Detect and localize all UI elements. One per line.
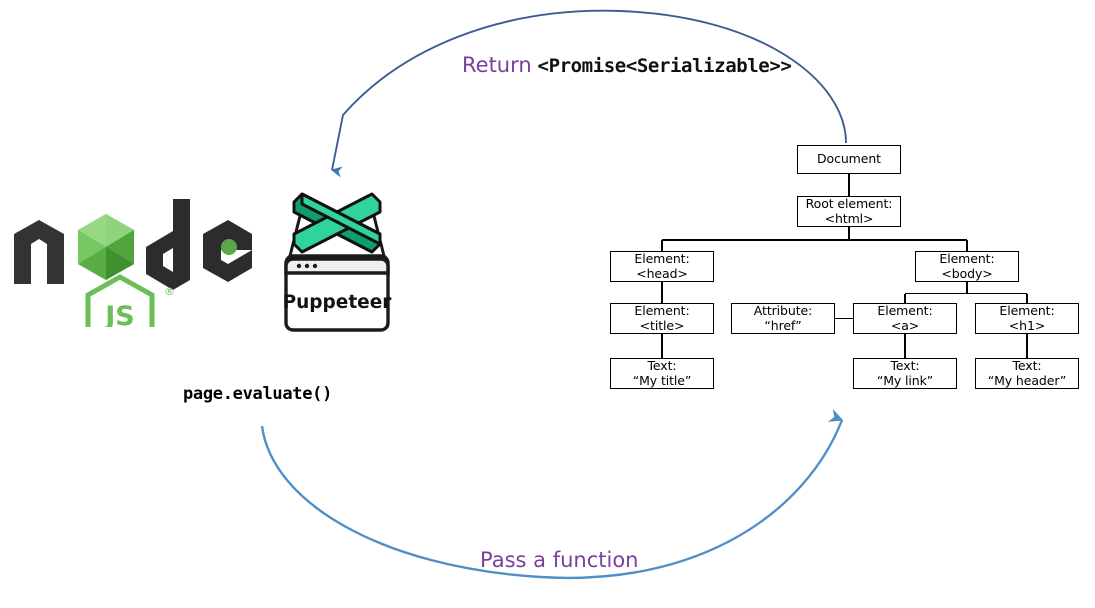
tree-node-title[interactable]: Element:<title> [610,303,714,334]
tree-node-line2: “My link” [876,372,934,388]
tree-edge-href-to-a [835,317,853,320]
tree-node-a[interactable]: Element:<a> [853,303,957,334]
tree-edge-body-to-a-drop [904,293,906,303]
tree-edge-a-to-text-link [904,334,906,358]
tree-node-line1: Root element: [805,195,893,211]
puppeteer-logo: Puppeteer [283,192,393,332]
puppeteer-browser-window-icon: Puppeteer [283,254,393,332]
svg-text:JS: JS [103,301,135,327]
page-evaluate-label: page.evaluate() [183,384,333,404]
node-trademark-icon: ® [164,285,175,298]
return-keyword: Return [462,53,532,77]
tree-node-document[interactable]: Document [797,145,901,174]
tree-edge-body-to-h1-drop [1026,293,1028,303]
tree-node-text-h1[interactable]: Text:“My header” [975,358,1079,389]
return-label: Return <Promise<Serializable>> [462,53,792,78]
tree-node-body[interactable]: Element:<body> [915,251,1019,282]
tree-node-line2: <a> [890,317,920,333]
tree-edge-html-to-head-drop [661,240,663,251]
pass-a-function-label: Pass a function [480,548,639,572]
tree-node-line2: <title> [639,317,685,333]
tree-node-text-title[interactable]: Text:“My title” [610,358,714,389]
tree-edge-head-to-title [661,282,663,303]
tree-node-line1: Document [817,151,881,167]
tree-edge-html-to-body-span [849,239,967,241]
puppeteer-control-cross-icon [292,192,382,254]
tree-node-line1: Text: [1012,357,1042,373]
tree-node-line1: Element: [999,302,1055,318]
tree-node-h1[interactable]: Element:<h1> [975,303,1079,334]
tree-node-line2: “My header” [987,372,1067,388]
node-letter-n-icon [14,220,64,284]
tree-node-line1: Text: [890,357,920,373]
node-letter-e-dot-icon [221,239,237,255]
node-letter-e-icon [203,220,252,282]
tree-node-href[interactable]: Attribute:“href” [731,303,835,334]
tree-node-line2: “My title” [632,372,692,388]
tree-edge-body-to-h1-stem [966,282,968,294]
tree-node-line1: Element: [634,302,690,318]
tree-node-line1: Text: [647,357,677,373]
tree-node-line2: <head> [636,265,688,281]
tree-node-html[interactable]: Root element:<html> [797,196,901,227]
node-letter-d-icon [146,199,190,290]
tree-edge-html-to-body-drop [966,240,968,251]
tree-node-text-link[interactable]: Text:“My link” [853,358,957,389]
return-type: <Promise<Serializable>> [537,55,792,77]
tree-edge-h1-to-text-h1 [1026,334,1028,358]
node-js-badge-icon: JS [85,274,155,327]
tree-node-line1: Element: [939,250,995,266]
tree-edge-document-to-html [848,174,850,196]
return-arrow-path [330,9,847,178]
tree-node-head[interactable]: Element:<head> [610,251,714,282]
tree-edge-html-to-body-stem [848,227,850,241]
tree-node-line1: Element: [877,302,933,318]
tree-node-line2: <h1> [1008,317,1046,333]
tree-node-line2: <html> [824,210,874,226]
tree-edge-title-to-text-title [661,334,663,358]
node-letter-o-hexagon-icon [78,214,134,280]
tree-node-line2: <body> [941,265,993,281]
tree-node-line2: “href” [764,317,802,333]
tree-edge-body-to-a-span [905,292,967,295]
tree-edge-html-to-head-span [662,239,849,241]
nodejs-logo: JS ® [14,199,252,327]
tree-edge-body-to-h1-span [967,292,1027,295]
tree-node-line1: Attribute: [753,302,813,318]
tree-node-line1: Element: [634,250,690,266]
puppeteer-window-label: Puppeteer [283,292,393,313]
